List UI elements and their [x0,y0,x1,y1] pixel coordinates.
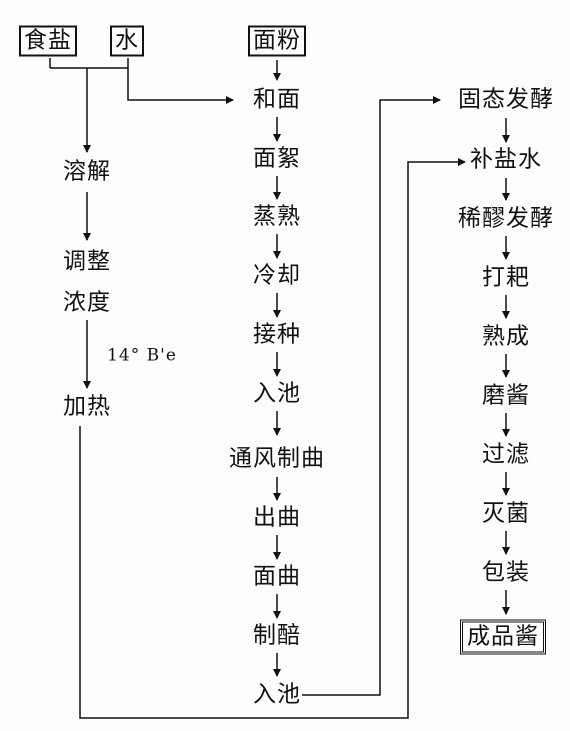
step-steam: 蒸熟 [253,203,301,230]
step-solid-fermentation: 固态发酵 [458,86,554,113]
step-remove-koji: 出曲 [253,504,301,531]
step-add-brine: 补盐水 [470,146,542,173]
brine-concentration-label: 14° B'e [107,345,177,366]
step-into-pool-1: 入池 [253,380,301,407]
step-grind-sauce: 磨酱 [482,382,530,409]
final-product-box: 成品酱 [460,619,546,655]
step-cool: 冷却 [253,262,301,289]
step-into-pool-2: 入池 [253,681,301,708]
step-adjust-line-1: 调整 [63,248,111,275]
step-stir: 打耙 [482,264,530,291]
pool-to-solid-fermentation-arrow [302,96,441,696]
step-mix-dough: 和面 [253,86,301,113]
step-filter: 过滤 [482,441,530,468]
step-sterilize: 灭菌 [482,500,530,527]
step-heat: 加热 [63,393,111,420]
step-inoculate: 接种 [253,321,301,348]
step-ventilated-koji: 通风制曲 [229,445,325,472]
step-dough-flakes: 面絮 [253,145,301,172]
step-mature: 熟成 [482,323,530,350]
flour-input-box: 面粉 [248,25,306,57]
step-adjust-line-2: 浓度 [63,289,111,316]
step-make-mash: 制醅 [253,622,301,649]
salt-input-box: 食盐 [19,25,77,57]
brine-to-add-brine-arrow [79,158,466,719]
step-liquid-fermentation: 稀醪发酵 [458,205,554,232]
step-dissolve: 溶解 [63,158,111,185]
step-package: 包装 [482,559,530,586]
step-flour-koji: 面曲 [253,563,301,590]
water-input-box: 水 [110,25,144,57]
water-to-mix-arrow [127,68,234,104]
